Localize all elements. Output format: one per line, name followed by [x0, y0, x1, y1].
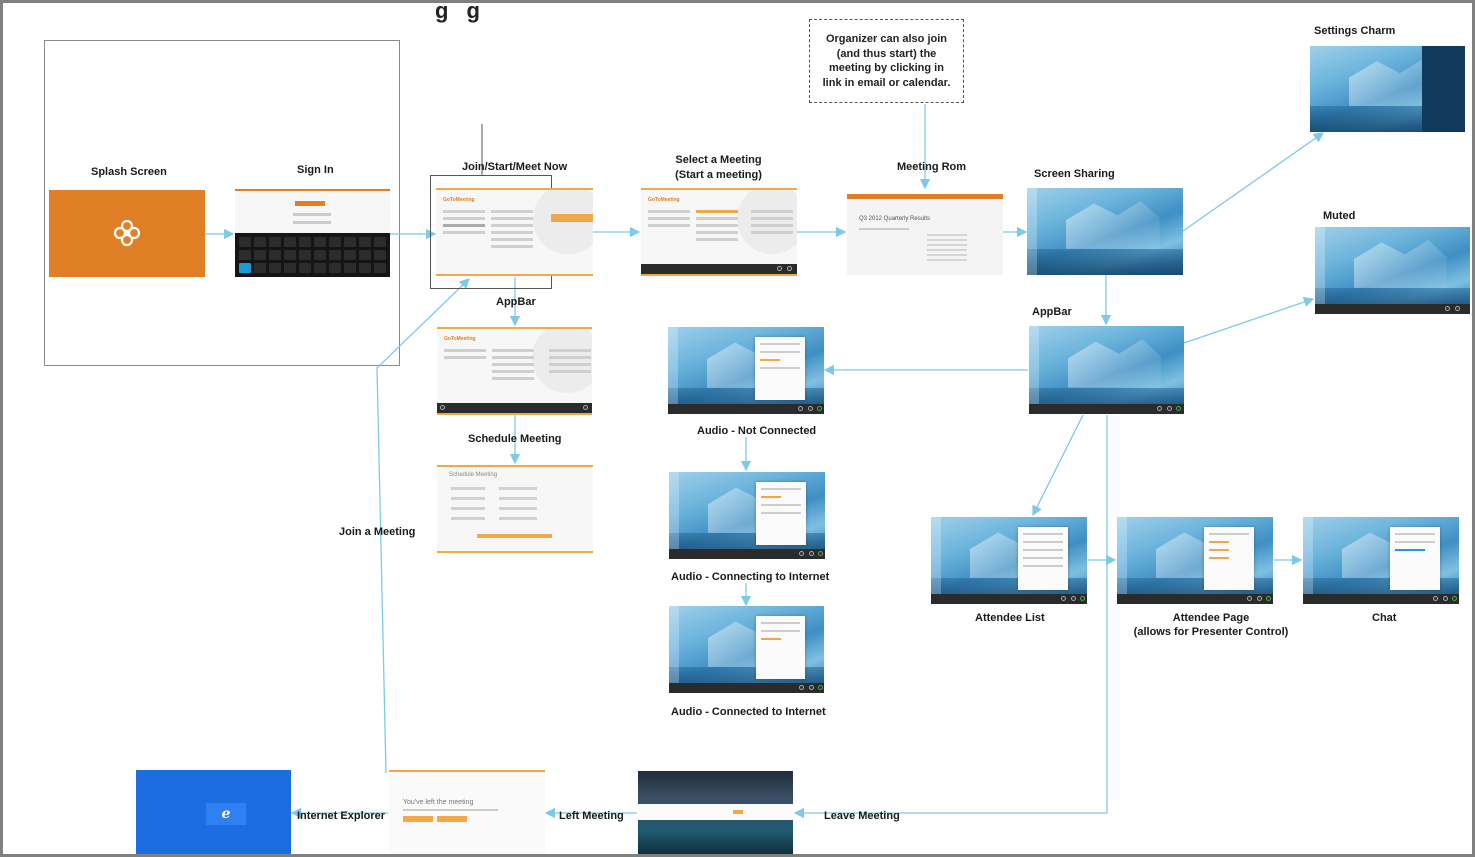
- label-chat: Chat: [1372, 612, 1397, 624]
- organizer-note: Organizer can also join (and thus start)…: [809, 19, 964, 103]
- attendee-list-panel: [1018, 527, 1069, 591]
- label-select-meeting-2: (Start a meeting): [675, 169, 762, 181]
- label-internet-explorer: Internet Explorer: [297, 810, 386, 822]
- note-line: Organizer can also join: [825, 33, 948, 45]
- label-audio-not-connected: Audio - Not Connected: [697, 425, 817, 437]
- appbar-right-thumb: [1029, 326, 1184, 414]
- username-field: [293, 213, 331, 216]
- arrow-appbar-muted: [1183, 297, 1315, 344]
- arrow-appbar-leave: [793, 415, 1108, 819]
- note-line: link in email or calendar.: [822, 76, 951, 89]
- settings-charm-panel: [1421, 46, 1465, 132]
- muted-thumb: [1315, 227, 1470, 314]
- schedule-title: Schedule Meeting: [449, 472, 498, 478]
- audio-panel: [756, 482, 807, 546]
- label-attendee-list: Attendee List: [975, 612, 1045, 624]
- audio-connecting-thumb: [669, 472, 825, 559]
- join-start-thumb: GoToMeeting: [436, 188, 593, 276]
- select-meeting-thumb: GoToMeeting: [641, 188, 797, 276]
- ie-logo-icon: e: [206, 803, 246, 825]
- label-settings-charm: Settings Charm: [1314, 25, 1396, 37]
- label-select-meeting-1: Select a Meeting: [675, 154, 762, 166]
- attendee-page-panel: [1204, 527, 1255, 591]
- label-schedule-meeting: Schedule Meeting: [468, 433, 562, 445]
- leave-confirm-dialog: [638, 804, 793, 820]
- label-muted: Muted: [1323, 210, 1356, 222]
- internet-explorer-thumb: e: [136, 770, 291, 854]
- chat-panel: [1390, 527, 1441, 591]
- label-appbar-right: AppBar: [1032, 306, 1072, 318]
- label-meeting-room: Meeting Rom: [897, 161, 967, 173]
- label-sign-in: Sign In: [297, 164, 334, 176]
- note-line: meeting by clicking in: [829, 62, 944, 74]
- label-attendee-page-1: Attendee Page: [1172, 612, 1250, 624]
- meet-now-highlight: [551, 214, 593, 222]
- meeting-room-thumb: Q3 2012 Quarterly Results: [847, 194, 1003, 275]
- splash-screen-thumb: [49, 190, 205, 277]
- label-appbar-left: AppBar: [496, 296, 536, 308]
- meeting-title: Q3 2012 Quarterly Results: [859, 216, 931, 222]
- connector-arrows: [205, 104, 1325, 819]
- schedule-submit-button: [477, 534, 552, 538]
- left-message: You've left the meeting: [403, 799, 474, 806]
- label-splash-screen: Splash Screen: [91, 166, 167, 178]
- audio-not-connected-thumb: [668, 327, 824, 414]
- note-line: (and thus start) the: [836, 47, 937, 60]
- label-screen-sharing: Screen Sharing: [1034, 168, 1115, 180]
- label-left-meeting: Left Meeting: [559, 810, 624, 822]
- arrow-appbar-attendee-list: [1032, 414, 1084, 517]
- appbar-left-thumb: GoToMeeting: [437, 327, 592, 415]
- left-meeting-thumb: You've left the meeting: [389, 770, 545, 854]
- left-action-button: [403, 816, 433, 822]
- leave-meeting-thumb: [638, 771, 793, 854]
- audio-connected-thumb: [669, 606, 824, 693]
- audio-panel: [755, 616, 806, 680]
- chat-thumb: [1303, 517, 1459, 604]
- attendee-page-thumb: [1117, 517, 1273, 604]
- label-attendee-page-2: (allows for Presenter Control): [1133, 626, 1289, 638]
- screen-sharing-thumb: [1027, 188, 1183, 275]
- sign-in-thumb: [235, 189, 390, 277]
- password-field: [293, 221, 331, 224]
- onscreen-keyboard: [235, 233, 390, 277]
- label-join-start: Join/Start/Meet Now: [462, 161, 568, 173]
- label-audio-connected: Audio - Connected to Internet: [671, 706, 826, 718]
- audio-panel: [755, 337, 806, 401]
- left-action-button: [437, 816, 467, 822]
- attendee-list-thumb: [931, 517, 1087, 604]
- arrow-rejoin: [376, 278, 470, 774]
- title-fragment: g g: [435, 0, 486, 23]
- schedule-meeting-thumb: Schedule Meeting: [437, 465, 593, 553]
- label-leave-meeting: Leave Meeting: [824, 810, 900, 822]
- app-logo: GoToMeeting: [443, 197, 475, 203]
- flower-logo-icon: [113, 219, 141, 247]
- settings-charm-thumb: [1310, 46, 1465, 132]
- label-join-a-meeting: Join a Meeting: [339, 526, 416, 538]
- appbar-strip: [641, 264, 797, 274]
- app-logo: [295, 201, 325, 206]
- onboarding-group-box: [44, 40, 400, 366]
- label-audio-connecting: Audio - Connecting to Internet: [671, 571, 830, 583]
- arrow-share-settings: [1182, 132, 1325, 232]
